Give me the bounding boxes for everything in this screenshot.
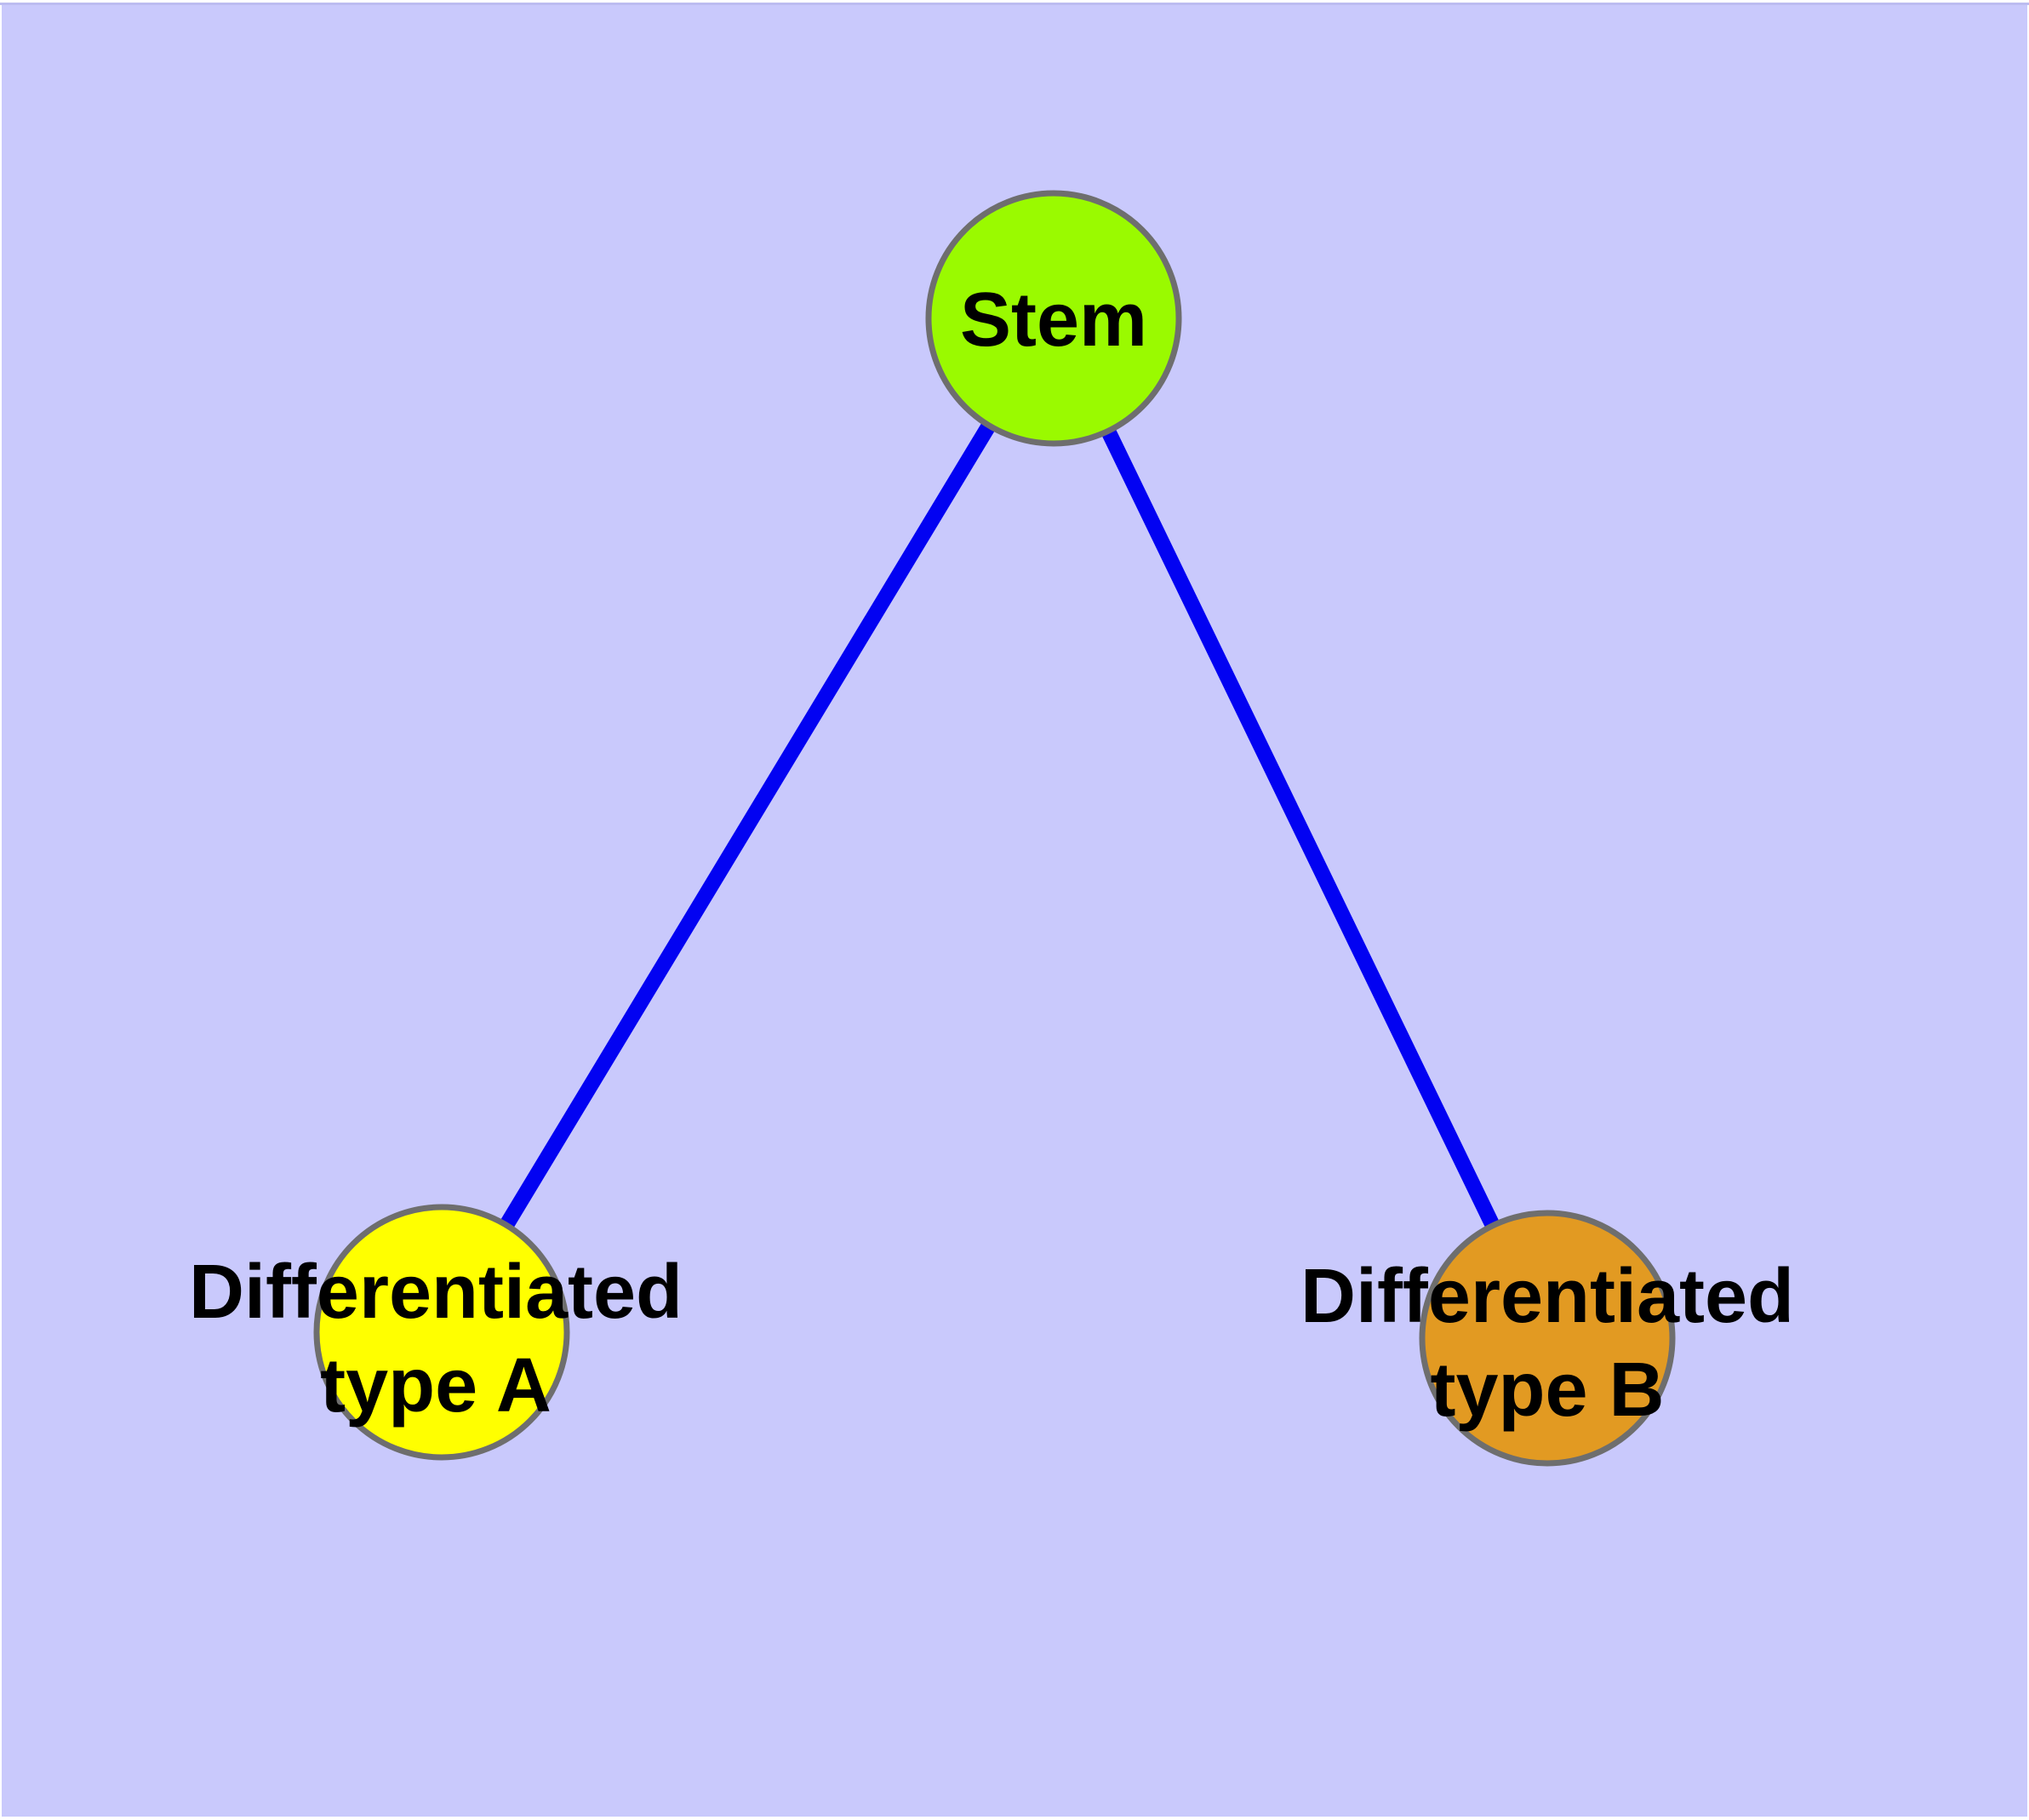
edge-stem-to-type-a xyxy=(435,314,1060,1336)
diff-type-a-node-circle xyxy=(313,1204,570,1461)
top-edge-shadow xyxy=(0,3,2029,5)
diff-type-a-label-line2: type A xyxy=(320,1343,552,1428)
diff-type-b-label-line1: Differentiated xyxy=(1300,1254,1794,1339)
diff-type-b-label-line2: type B xyxy=(1430,1348,1664,1433)
diff-type-a-label-line1: Differentiated xyxy=(189,1250,683,1335)
diff-type-b-node-circle xyxy=(1419,1210,1676,1467)
stem-node-circle xyxy=(925,190,1182,447)
edge-stem-to-type-b xyxy=(1046,315,1555,1342)
stem-node-label: Stem xyxy=(960,278,1147,363)
